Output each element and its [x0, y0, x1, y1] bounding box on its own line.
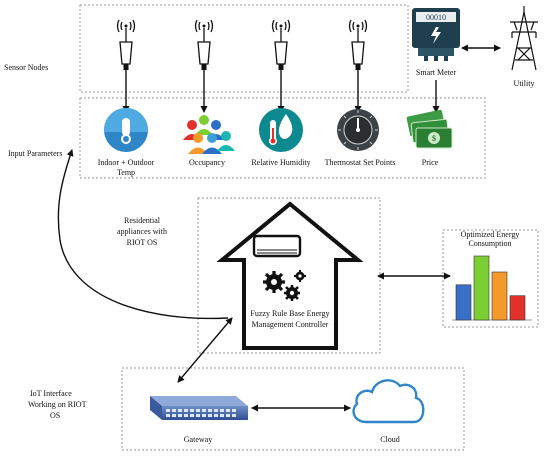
- occupancy-people-icon: [183, 115, 235, 154]
- svg-text:appliances with: appliances with: [117, 227, 167, 236]
- cloud-label: Cloud: [380, 435, 400, 444]
- output-bar-1: [455, 284, 472, 321]
- gateway-switch-icon: [150, 396, 248, 420]
- svg-text:IoT Interface: IoT Interface: [30, 389, 72, 398]
- controller-label: Fuzzy Rule Base Energy Management Contro…: [250, 309, 329, 329]
- svg-text:Fuzzy Rule Base Energy: Fuzzy Rule Base Energy: [250, 309, 329, 318]
- svg-text:Optimized Energy: Optimized Energy: [461, 230, 520, 239]
- svg-text:Indoor + Outdoor: Indoor + Outdoor: [98, 158, 155, 167]
- output-title: Optimized Energy Consumption: [461, 230, 520, 248]
- dollar-sign: $: [432, 134, 436, 143]
- svg-text:Consumption: Consumption: [468, 239, 511, 248]
- sensor-nodes-box: [79, 4, 409, 93]
- param-temp-label: Indoor + Outdoor Temp: [98, 158, 155, 177]
- temperature-icon: [104, 108, 148, 152]
- output-bar-chart: [452, 255, 532, 321]
- meter-readout: 00010: [426, 13, 446, 22]
- output-bar-3: [491, 271, 508, 321]
- svg-text:Management Controller: Management Controller: [252, 320, 329, 329]
- utility-tower-icon: [510, 6, 538, 71]
- price-money-icon: $: [406, 109, 453, 149]
- sensor-node-2: [194, 19, 214, 113]
- sensor-node-3: [271, 19, 291, 113]
- sensor-node-4: [348, 19, 368, 113]
- gateway-label: Gateway: [184, 435, 212, 444]
- svg-text:Residential: Residential: [124, 216, 161, 225]
- house-controller-icon: [216, 201, 364, 350]
- svg-text:Temp: Temp: [117, 168, 135, 177]
- residential-label: Residential appliances with RIOT OS: [117, 216, 167, 247]
- cloud-icon: [352, 379, 425, 424]
- input-parameters-label: Input Parameters: [8, 149, 62, 158]
- param-occupancy-label: Occupancy: [189, 158, 225, 167]
- sensor-node-1: [116, 19, 136, 113]
- controller-gateway-link: [177, 317, 233, 383]
- humidity-icon: [259, 108, 303, 152]
- sensor-nodes-label: Sensor Nodes: [4, 63, 48, 72]
- output-bar-2: [473, 255, 490, 321]
- param-thermostat-label: Thermostat Set Points: [325, 158, 396, 167]
- smart-meter-icon: 00010: [412, 8, 460, 61]
- svg-text:RIOT OS: RIOT OS: [127, 238, 158, 247]
- iot-interface-label: IoT Interface Working on RIOT OS: [28, 389, 87, 420]
- controller-box: [197, 197, 381, 354]
- svg-text:Working on RIOT: Working on RIOT: [28, 400, 87, 409]
- feedback-arrow: [57, 149, 229, 320]
- smart-meter-label: Smart Meter: [416, 68, 457, 77]
- output-bar-4: [509, 295, 526, 321]
- input-parameters-box: [79, 97, 486, 179]
- gears-icon: [263, 270, 306, 301]
- param-humidity-label: Relative Humidity: [251, 158, 310, 167]
- svg-text:OS: OS: [50, 411, 60, 420]
- utility-label: Utility: [514, 79, 535, 88]
- param-price-label: Price: [422, 158, 439, 167]
- thermostat-dial-icon: [337, 109, 379, 151]
